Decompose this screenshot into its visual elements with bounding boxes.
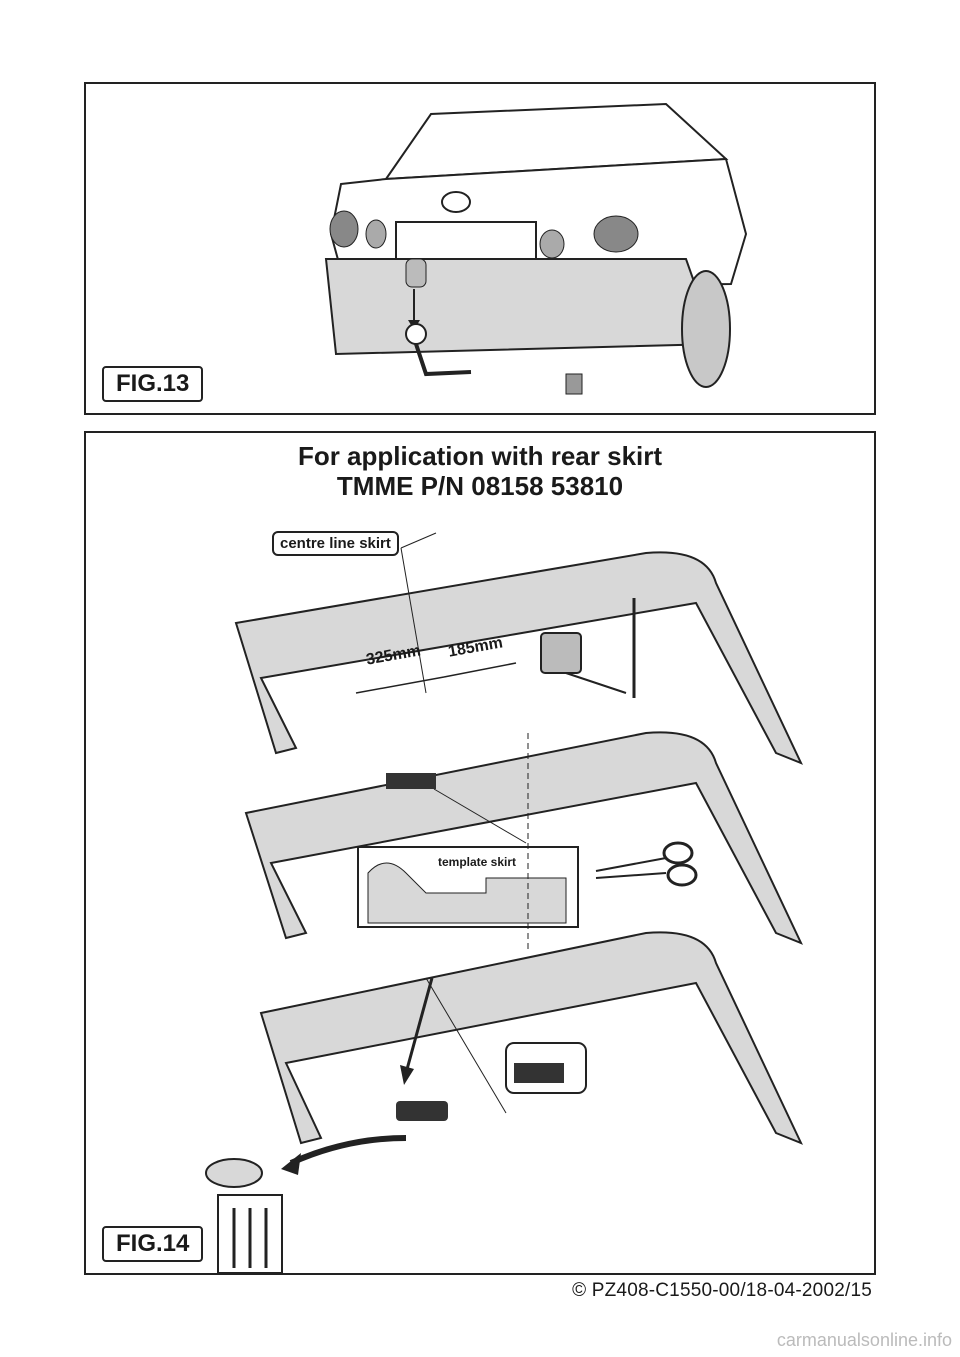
waste-bin-icon	[205, 1158, 283, 1273]
template-skirt-label: template skirt	[438, 855, 517, 869]
document-reference: © PZ408-C1550-00/18-04-2002/15	[572, 1280, 872, 1301]
car-rear-illustration	[324, 102, 748, 395]
watermark: carmanualsonline.info	[776, 1330, 952, 1350]
fig14-panel: For application with rear skirt TMME P/N…	[84, 431, 876, 1275]
tow-bar-icon	[405, 289, 472, 377]
centre-line-callout: centre line skirt	[272, 531, 399, 556]
scissors-icon	[595, 841, 698, 887]
jigsaw-icon	[425, 977, 587, 1114]
heading-title: For application with rear skirt	[297, 441, 663, 471]
fig14-label: FIG.14	[102, 1226, 204, 1262]
fig13-panel: FIG.13	[84, 82, 876, 415]
heading-part-number: TMME P/N 08158 53810	[336, 471, 624, 501]
tape-measure-icon	[540, 632, 627, 694]
bumper-skirt-illustration	[205, 532, 803, 1273]
fig13-label: FIG.13	[102, 366, 204, 402]
